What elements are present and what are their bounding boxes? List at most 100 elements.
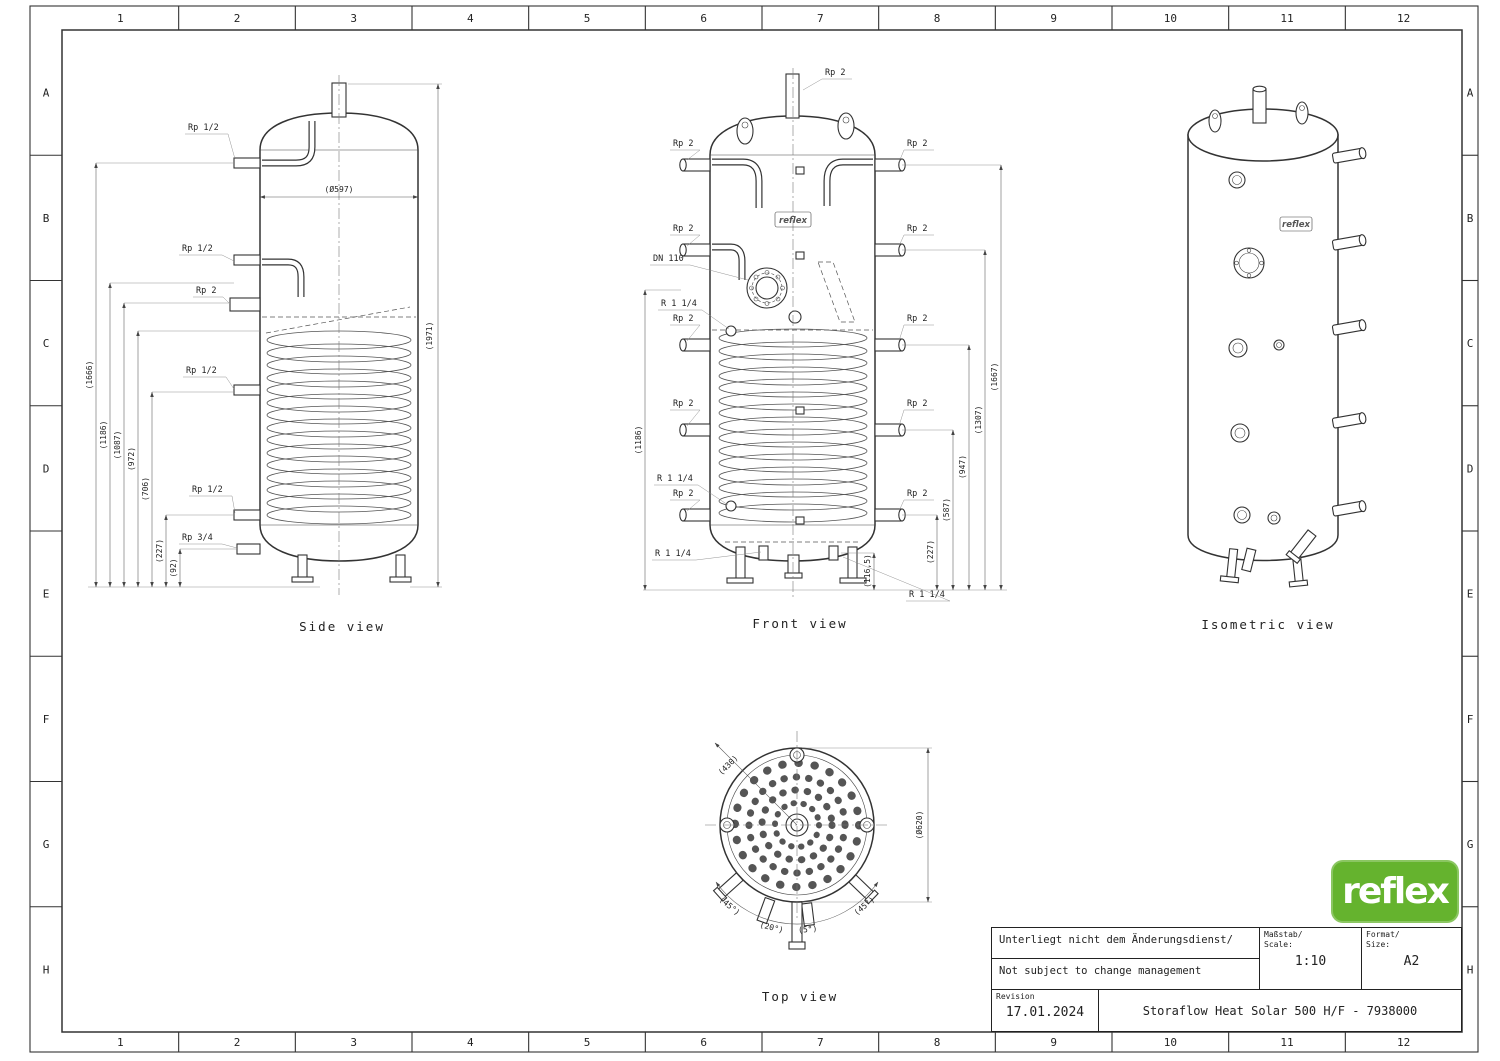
grid-row-label-left: E [43, 588, 50, 601]
front-dimensions: (1186) (227) (587) (947) (1307) (1667) (… [634, 164, 1007, 591]
dim-label: (45°) [852, 895, 876, 917]
dim-label: (227) [155, 539, 164, 563]
grid-col-label-top: 3 [350, 12, 357, 25]
dim-label: (1087) [113, 431, 122, 460]
dim-label: (430) [717, 754, 740, 777]
grid-col-label-bottom: 6 [700, 1036, 707, 1049]
side-port-label: Rp 1/2 [186, 366, 217, 376]
drawing-title: Storaflow Heat Solar 500 H/F - 7938000 [1142, 1003, 1418, 1018]
front-mini-logo: reflex [774, 211, 812, 228]
dim-label: (5°) [798, 924, 818, 935]
dim-label: (1186) [634, 426, 643, 455]
dim-label: (587) [942, 498, 951, 522]
dim-label: (1307) [974, 406, 983, 435]
grid-col-label-top: 12 [1397, 12, 1410, 25]
dim-label: (Ø597) [325, 184, 354, 194]
grid-row-label-right: B [1467, 212, 1474, 225]
front-top-pipe [785, 73, 800, 119]
front-port-label: Rp 2 [907, 399, 927, 409]
grid-row-label-right: A [1467, 87, 1474, 100]
grid-col-label-bottom: 5 [584, 1036, 591, 1049]
dim-label: (227) [926, 540, 935, 564]
grid-col-label-top: 8 [934, 12, 941, 25]
grid-col-label-top: 6 [700, 12, 707, 25]
dim-label: (116,5) [863, 554, 872, 588]
svg-text:reflex: reflex [1282, 220, 1310, 230]
front-ports [679, 158, 906, 525]
grid-row-label-right: C [1467, 337, 1474, 350]
format-value: A2 [1403, 953, 1420, 969]
front-port-label: Rp 2 [673, 224, 693, 234]
dim-label: (1666) [85, 361, 94, 390]
iso-side-ports [1331, 147, 1367, 517]
side-internal-pipes [262, 121, 316, 297]
dim-label: (972) [127, 447, 136, 471]
side-dimensions: (Ø597) (1971) (1666) (1186) (1087) (972)… [85, 83, 442, 588]
iso-mini-logo: reflex [1279, 216, 1313, 232]
scale-value: 1:10 [1294, 953, 1327, 969]
front-port-label: Rp 2 [907, 139, 927, 149]
change-note-de: Unterliegt nicht dem Änderungsdienst/ [992, 928, 1259, 959]
grid-col-label-bottom: 12 [1397, 1036, 1410, 1049]
change-note-en: Not subject to change management [999, 965, 1202, 977]
front-port-label: Rp 2 [673, 314, 693, 324]
revision-cell: Revision 17.01.2024 [992, 990, 1099, 1031]
grid-row-label-left: B [43, 212, 50, 225]
grid-col-label-bottom: 4 [467, 1036, 474, 1049]
grid-row-label-right: E [1467, 588, 1474, 601]
front-port-label: Rp 2 [825, 68, 845, 78]
lifting-lug [837, 112, 855, 140]
lifting-lug [1295, 101, 1309, 125]
grid-row-label-right: D [1467, 462, 1474, 475]
front-internal-pipes [712, 158, 873, 280]
front-tank-outline [709, 73, 876, 584]
side-view-drawing: Rp 1/2 Rp 1/2 Rp 2 Rp 1/2 Rp 1/2 Rp 3/4 … [85, 75, 442, 634]
grid-col-label-bottom: 1 [117, 1036, 124, 1049]
dim-label: (1971) [425, 322, 434, 351]
front-view-drawing: reflex Rp 2 Rp 2 Rp 2 DN 110 R 1 1/4 Rp … [634, 68, 1007, 631]
reflex-logo: reflex [1331, 860, 1459, 923]
grid-row-label-left: F [43, 713, 50, 726]
front-port-label: DN 110 [653, 254, 684, 264]
grid-row-label-left: C [43, 337, 50, 350]
format-cell: Format/ Size: A2 [1362, 928, 1461, 989]
front-flange-dn110 [746, 267, 802, 324]
side-port-label: Rp 3/4 [182, 533, 213, 543]
grid-col-label-bottom: 11 [1280, 1036, 1293, 1049]
isometric-view-caption: Isometric view [1201, 617, 1334, 632]
front-port-label: R 1 1/4 [661, 299, 697, 309]
grid-col-label-bottom: 9 [1050, 1036, 1057, 1049]
grid-col-label-top: 5 [584, 12, 591, 25]
svg-text:reflex: reflex [779, 216, 807, 226]
top-view-drawing: (430) (Ø620) (45°) (20°) (5°) (45°) Top … [705, 731, 932, 1004]
title-block: Unterliegt nicht dem Änderungsdienst/ No… [991, 927, 1462, 1032]
top-view-caption: Top view [762, 989, 838, 1004]
iso-top-pipe [1252, 88, 1267, 124]
grid-col-label-bottom: 3 [350, 1036, 357, 1049]
format-label-en: Size: [1366, 940, 1391, 950]
front-port-label: Rp 2 [673, 139, 693, 149]
change-note-cell: Unterliegt nicht dem Änderungsdienst/ No… [992, 928, 1260, 989]
front-port-label: Rp 2 [907, 314, 927, 324]
lifting-lug [736, 117, 754, 145]
iso-tank [1187, 85, 1339, 588]
revision-date: 17.01.2024 [1005, 1005, 1085, 1021]
iso-front-ports [1228, 171, 1285, 525]
grid-row-label-right: H [1467, 963, 1474, 976]
side-port-label: Rp 1/2 [188, 123, 219, 133]
side-port-label: Rp 2 [196, 286, 216, 296]
grid-col-label-top: 1 [117, 12, 124, 25]
grid-col-label-top: 11 [1280, 12, 1293, 25]
grid-row-label-right: F [1467, 713, 1474, 726]
grid-col-label-top: 2 [234, 12, 241, 25]
reflex-logo-text: reflex [1342, 871, 1450, 912]
grid-col-label-top: 10 [1164, 12, 1177, 25]
dim-label: (92) [169, 558, 178, 577]
iso-legs [1219, 529, 1317, 588]
front-port-label: Rp 2 [907, 224, 927, 234]
grid-col-label-bottom: 7 [817, 1036, 824, 1049]
side-port-label: Rp 1/2 [182, 244, 213, 254]
isometric-view-drawing: reflex Isometric view [1187, 85, 1367, 632]
scale-cell: Maßstab/ Scale: 1:10 [1260, 928, 1362, 989]
